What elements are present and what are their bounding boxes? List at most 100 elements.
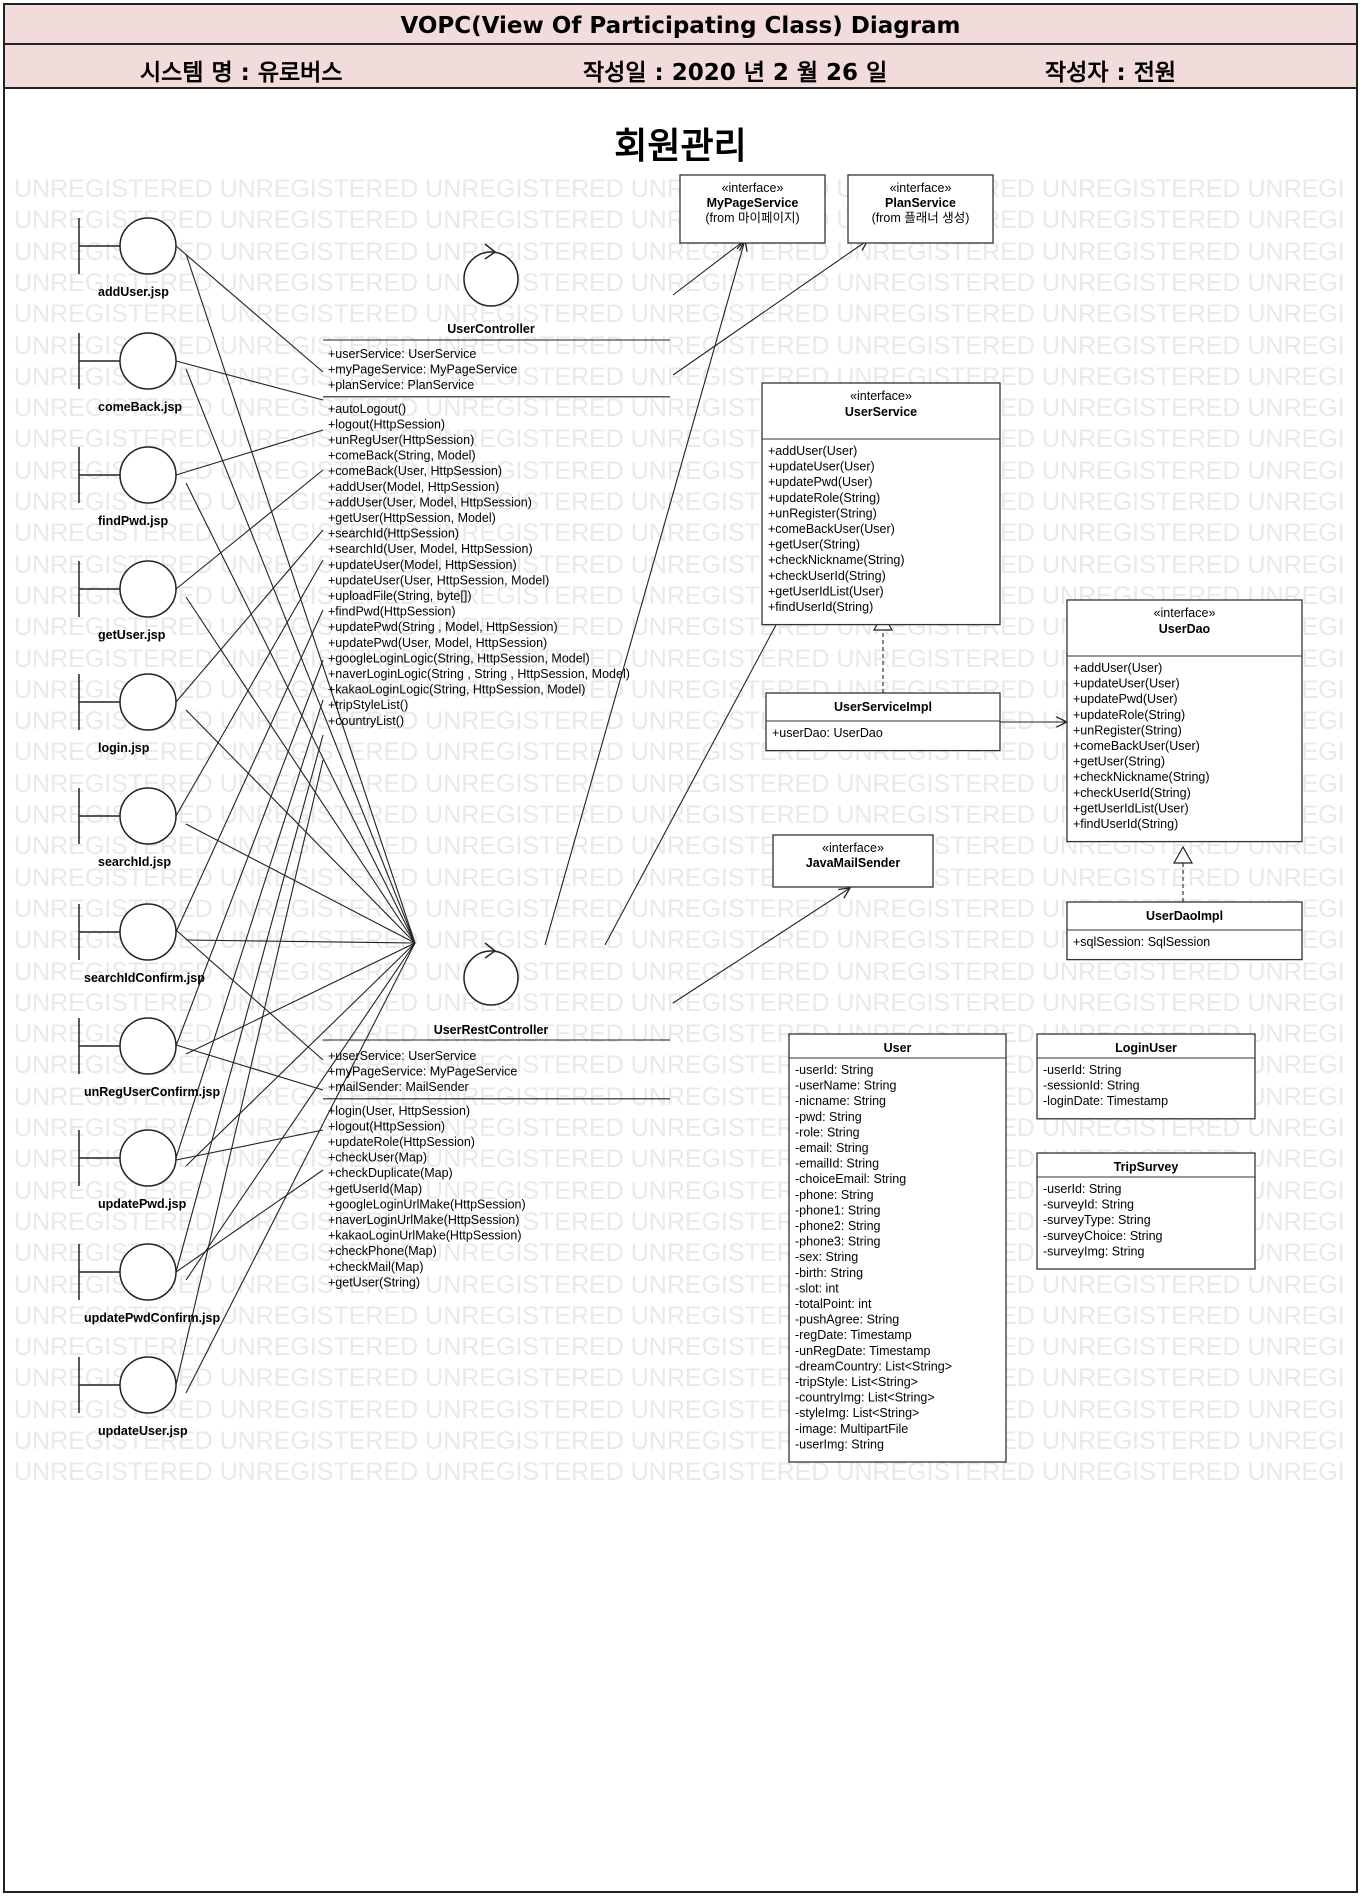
controller-to-plan-service: [672, 239, 869, 376]
user-controller-operation: +tripStyleList(): [328, 698, 408, 712]
boundary-icon: [119, 1243, 177, 1301]
boundary-to-user-controller: [175, 360, 324, 401]
watermark-line: UNREGISTERED UNREGISTERED UNREGISTERED U…: [14, 331, 1344, 360]
login-user-class-member: -loginDate: Timestamp: [1043, 1094, 1168, 1108]
user-class-member: -styleImg: List<String>: [795, 1406, 919, 1420]
my-page-service-box: [679, 174, 826, 244]
system-name: 시스템 명 : 유로버스: [140, 60, 343, 86]
user-dao-member: +getUserIdList(User): [1073, 801, 1189, 815]
boundary-label: searchId.jsp: [98, 855, 171, 869]
user-class-member: -totalPoint: int: [795, 1297, 872, 1311]
user-class-name: User: [884, 1041, 912, 1055]
boundary-to-rest-controller-members: [175, 1044, 324, 1091]
user-controller-attribute: +planService: PlanService: [328, 378, 474, 392]
watermark-line: UNREGISTERED UNREGISTERED UNREGISTERED U…: [14, 237, 1344, 266]
user-class-member: -tripStyle: List<String>: [795, 1375, 918, 1389]
boundary-icon: [119, 1356, 177, 1414]
rest-controller-to-my-page-service: [544, 239, 746, 946]
watermark-line: UNREGISTERED UNREGISTERED UNREGISTERED U…: [14, 425, 1344, 454]
user-service-member: +updateUser(User): [768, 460, 875, 474]
boundary-to-user-rest-controller: [185, 482, 416, 944]
user-class-member: -userName: String: [795, 1079, 896, 1093]
user-dao-impl-box: [1066, 901, 1303, 961]
watermark-line: UNREGISTERED UNREGISTERED UNREGISTERED U…: [14, 1301, 1344, 1330]
user-controller-operation: +updatePwd(String , Model, HttpSession): [328, 620, 558, 634]
user-class-member: -birth: String: [795, 1266, 863, 1280]
user-class-member: -dreamCountry: List<String>: [795, 1359, 952, 1373]
user-controller-attribute: +userService: UserService: [328, 347, 476, 361]
user-rest-controller-attribute: +mailSender: MailSender: [328, 1080, 469, 1094]
watermark-line: UNREGISTERED UNREGISTERED UNREGISTERED U…: [14, 1427, 1344, 1455]
watermark-line: UNREGISTERED UNREGISTERED UNREGISTERED U…: [14, 988, 1344, 1017]
connector-lines: [175, 238, 1194, 1394]
watermark-line: UNREGISTERED UNREGISTERED UNREGISTERED U…: [14, 175, 1344, 203]
trip-survey-class-member: -surveyChoice: String: [1043, 1229, 1163, 1243]
user-dao-member: +comeBackUser(User): [1073, 739, 1200, 753]
watermark-line: UNREGISTERED UNREGISTERED UNREGISTERED U…: [14, 394, 1344, 423]
user-service-member: +comeBackUser(User): [768, 522, 895, 536]
user-class-member: -pushAgree: String: [795, 1313, 899, 1327]
boundary-to-user-controller: [175, 609, 324, 933]
boundary-to-user-controller: [175, 734, 324, 1273]
user-rest-controller-operation: +login(User, HttpSession): [328, 1104, 470, 1118]
watermark-line: UNREGISTERED UNREGISTERED UNREGISTERED U…: [14, 1364, 1344, 1393]
user-dao-stereotype: «interface»: [1154, 606, 1216, 620]
user-class-member: -sex: String: [795, 1250, 858, 1264]
control-icon-arrow: [484, 243, 497, 260]
boundary-to-user-controller: [175, 699, 324, 1159]
boundary-to-user-controller: [175, 759, 324, 1386]
user-controller-operation: +getUser(HttpSession, Model): [328, 511, 496, 525]
watermark-line: UNREGISTERED UNREGISTERED UNREGISTERED U…: [14, 300, 1344, 329]
watermark-line: UNREGISTERED UNREGISTERED UNREGISTERED U…: [14, 519, 1344, 548]
rest-controller-to-user-service: [604, 579, 801, 946]
rest-controller-to-java-mail-sender-head: [838, 887, 852, 899]
user-dao-member: +unRegister(String): [1073, 723, 1182, 737]
user-rest-controller-operation: +checkMail(Map): [328, 1260, 424, 1274]
user-controller-operation: +comeBack(User, HttpSession): [328, 464, 502, 478]
user-rest-controller-operation: +naverLoginUrlMake(HttpSession): [328, 1213, 519, 1227]
boundary-to-user-rest-controller: [185, 942, 416, 1055]
user-class-member: -phone3: String: [795, 1235, 881, 1249]
diagram-frame: VOPC(View Of Participating Class) Diagra…: [3, 3, 1358, 1893]
plan-service-box: [847, 174, 994, 244]
user-controller-operation: +findPwd(HttpSession): [328, 605, 456, 619]
user-class-member: -phone: String: [795, 1188, 874, 1202]
trip-survey-class-member: -surveyType: String: [1043, 1213, 1151, 1227]
boundary-to-user-controller: [175, 429, 324, 476]
user-controller-operation: +uploadFile(String, byte[]): [328, 589, 471, 603]
user-dao-impl-member: +sqlSession: SqlSession: [1073, 935, 1210, 949]
user-class-member: -phone2: String: [795, 1219, 881, 1233]
boundary-icon: [119, 1017, 177, 1075]
trip-survey-class-name: TripSurvey: [1114, 1160, 1179, 1174]
user-dao-impl-realization-triangle: [1172, 845, 1194, 864]
boundary-label: updateUser.jsp: [98, 1424, 188, 1438]
boundary-icon: [119, 787, 177, 845]
trip-survey-class-member: -userId: String: [1043, 1182, 1122, 1196]
boundary-to-user-controller: [175, 245, 324, 373]
user-class-member: -phone1: String: [795, 1203, 881, 1217]
boundary-label: unRegUserConfirm.jsp: [84, 1085, 220, 1099]
user-controller-operation: +addUser(User, Model, HttpSession): [328, 495, 532, 509]
user-service-member: +addUser(User): [768, 444, 857, 458]
diagram-nodes: addUser.jspcomeBack.jspfindPwd.jspgetUse…: [78, 174, 1303, 1463]
user-rest-controller-attribute: +myPageService: MyPageService: [328, 1065, 517, 1079]
boundary-to-user-rest-controller: [185, 942, 416, 1281]
user-class-member: -email: String: [795, 1141, 869, 1155]
user-service-member: +getUser(String): [768, 538, 860, 552]
boundary-to-user-rest-controller: [185, 942, 416, 1394]
user-class-member: -choiceEmail: String: [795, 1172, 906, 1186]
watermark-line: UNREGISTERED UNREGISTERED UNREGISTERED U…: [14, 550, 1344, 579]
user-class-member: -role: String: [795, 1125, 860, 1139]
my-page-service-package: (from 마이페이지): [705, 211, 799, 225]
controller-to-my-page-service: [672, 239, 746, 296]
user-class-member: -emailId: String: [795, 1157, 879, 1171]
watermark-line: UNREGISTERED UNREGISTERED UNREGISTERED U…: [14, 268, 1344, 297]
user-dao-name: UserDao: [1159, 622, 1211, 636]
user-service-member: +findUserId(String): [768, 600, 873, 614]
boundary-label: login.jsp: [98, 741, 150, 755]
boundary-to-user-controller: [175, 529, 324, 703]
meta-row: 시스템 명 : 유로버스 작성일 : 2020 년 2 월 26 일 작성자 :…: [5, 45, 1356, 89]
user-dao-box: [1066, 599, 1303, 843]
boundary-icon: [119, 560, 177, 618]
user-dao-member: +checkNickname(String): [1073, 770, 1210, 784]
